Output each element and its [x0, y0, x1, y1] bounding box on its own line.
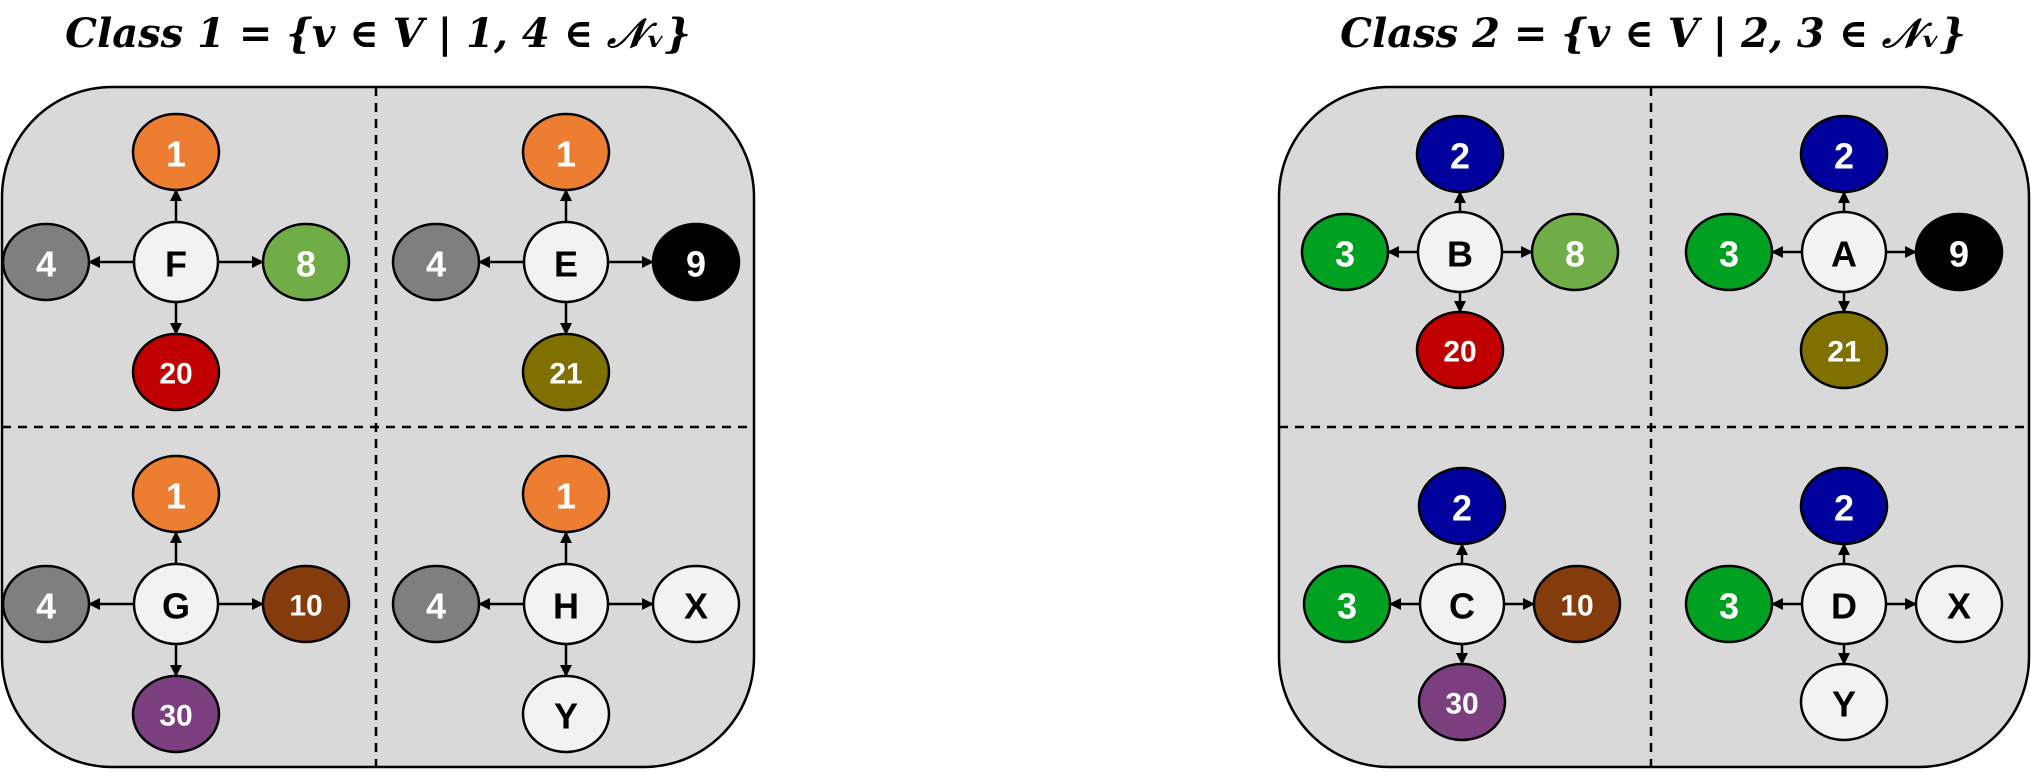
center-B-node: [1416, 210, 1504, 294]
left-4-label: 4: [426, 586, 446, 627]
left-3-label: 3: [1719, 586, 1739, 627]
right-9-node: [1914, 212, 2004, 292]
center-D-label: D: [1831, 586, 1857, 627]
class1-title: Class 1 = {v ∈ V | 1, 4 ∈ 𝒩ᵥ}: [65, 10, 691, 57]
center-F-label: F: [165, 244, 187, 285]
top-2-node: [1799, 114, 1889, 194]
bottom-30-label: 30: [159, 700, 192, 733]
center-E-label: E: [554, 244, 578, 285]
top-2-label: 2: [1834, 488, 1854, 529]
bottom-Y-node: [521, 674, 611, 754]
right-X-label: X: [1947, 586, 1971, 627]
quadrant-G: G 1 30 4 10: [1, 454, 351, 754]
right-8-label: 8: [1565, 234, 1585, 275]
bottom-Y-label: Y: [554, 696, 578, 737]
quadrant-E: E 1 21 4 9: [391, 112, 741, 412]
center-B-label: B: [1447, 234, 1473, 275]
right-9-label: 9: [686, 244, 706, 285]
top-1-node: [521, 454, 611, 534]
left-3-node: [1300, 212, 1390, 292]
left-3-label: 3: [1335, 234, 1355, 275]
bottom-21-label: 21: [549, 358, 582, 391]
top-1-label: 1: [556, 476, 576, 517]
right-10-node: [1532, 564, 1622, 644]
right-9-label: 9: [1949, 234, 1969, 275]
center-D-node: [1800, 562, 1888, 646]
bottom-21-node: [521, 332, 611, 412]
bottom-20-node: [131, 332, 221, 412]
quadrant-C: C 2 30 3 10: [1302, 466, 1622, 742]
top-2-node: [1415, 114, 1505, 194]
right-8-label: 8: [296, 244, 316, 285]
bottom-20-label: 20: [1443, 336, 1476, 369]
right-8-node: [261, 222, 351, 302]
top-1-node: [131, 112, 221, 192]
left-4-label: 4: [36, 244, 56, 285]
top-2-node: [1417, 466, 1507, 546]
center-H-node: [522, 562, 610, 646]
right-X-label: X: [684, 586, 708, 627]
top-2-label: 2: [1834, 136, 1854, 177]
top-1-node: [131, 454, 221, 534]
left-3-node: [1684, 564, 1774, 644]
left-4-node: [391, 222, 481, 302]
right-10-node: [261, 564, 351, 644]
left-3-label: 3: [1719, 234, 1739, 275]
left-3-label: 3: [1337, 586, 1357, 627]
right-8-node: [1530, 212, 1620, 292]
right-X-node: [651, 564, 741, 644]
left-4-label: 4: [36, 586, 56, 627]
right-10-label: 10: [289, 590, 322, 623]
right-10-label: 10: [1560, 590, 1593, 623]
quadrant-A: A 2 21 3 9: [1684, 114, 2004, 390]
right-X-node: [1914, 564, 2004, 644]
center-E-node: [522, 220, 610, 304]
quadrant-D: D 2Y 3 X: [1684, 466, 2004, 742]
bottom-Y-node: [1799, 662, 1889, 742]
left-4-node: [1, 222, 91, 302]
center-G-label: G: [162, 586, 190, 627]
top-1-label: 1: [166, 476, 186, 517]
top-2-node: [1799, 466, 1889, 546]
right-9-node: [651, 222, 741, 302]
bottom-21-label: 21: [1827, 336, 1860, 369]
bottom-20-label: 20: [159, 358, 192, 391]
bottom-30-node: [1417, 662, 1507, 742]
center-G-node: [132, 562, 220, 646]
center-A-node: [1800, 210, 1888, 294]
bottom-Y-label: Y: [1832, 684, 1856, 725]
left-4-node: [1, 564, 91, 644]
center-H-label: H: [553, 586, 579, 627]
class2-title: Class 2 = {v ∈ V | 2, 3 ∈ 𝒩ᵥ}: [1340, 10, 1966, 57]
top-1-node: [521, 112, 611, 192]
bottom-30-node: [131, 674, 221, 754]
left-3-node: [1684, 212, 1774, 292]
bottom-20-node: [1415, 310, 1505, 390]
quadrant-H: H 1Y 4 X: [391, 454, 741, 754]
left-3-node: [1302, 564, 1392, 644]
left-4-node: [391, 564, 481, 644]
center-C-label: C: [1449, 586, 1475, 627]
quadrant-F: F 1 20 4 8: [1, 112, 351, 412]
left-4-label: 4: [426, 244, 446, 285]
top-2-label: 2: [1452, 488, 1472, 529]
center-F-node: [132, 220, 220, 304]
bottom-21-node: [1799, 310, 1889, 390]
center-C-node: [1418, 562, 1506, 646]
top-1-label: 1: [166, 134, 186, 175]
center-A-label: A: [1831, 234, 1857, 275]
top-1-label: 1: [556, 134, 576, 175]
bottom-30-label: 30: [1445, 688, 1478, 721]
top-2-label: 2: [1450, 136, 1470, 177]
